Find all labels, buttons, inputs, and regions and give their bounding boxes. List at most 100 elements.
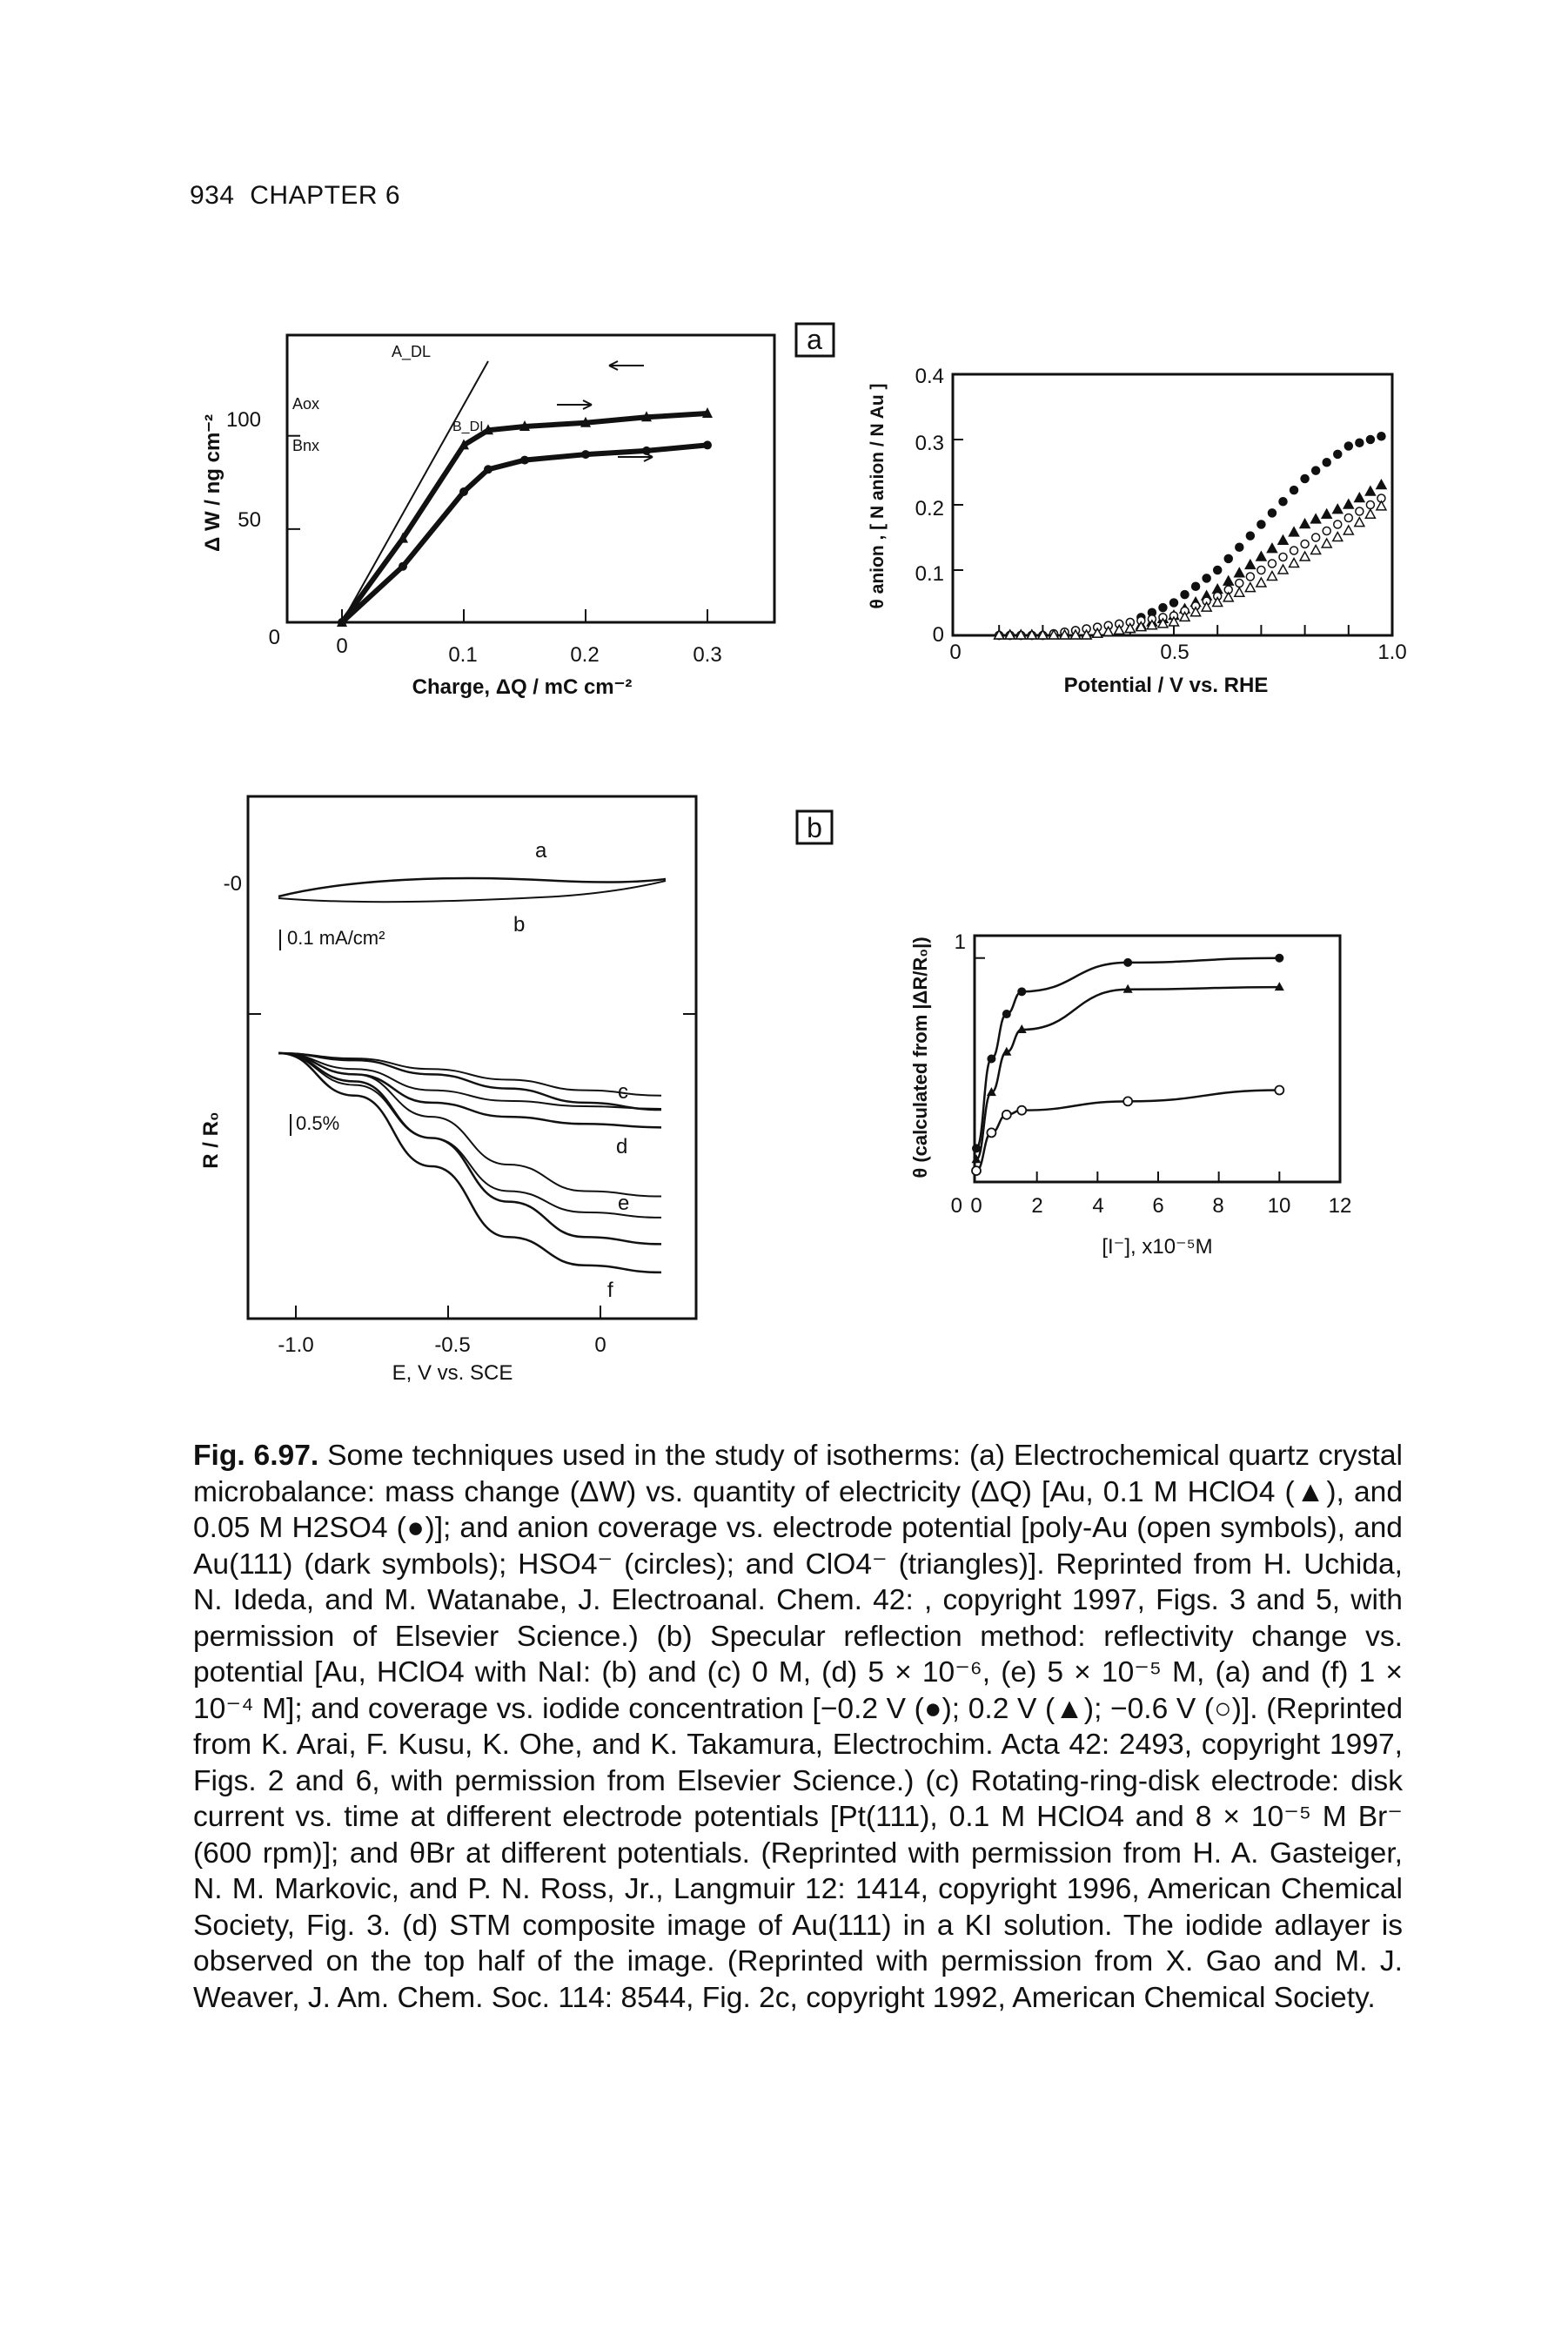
b-right-point-2-4 [1122,1096,1134,1107]
a-right-ytick-0.3: 0.3 [915,432,944,455]
b-left-curve-e [278,1051,662,1246]
a-right-point-3-0-0 [993,628,1005,640]
a-left-series-line-0 [339,411,708,624]
a-left-label-bdi: B_DI [452,420,484,434]
b-left-xlabel: E, V vs. SCE [392,1361,513,1385]
a-left-label-adl: A_DL [392,343,431,361]
a-right-point-3-1-2 [1058,628,1071,640]
a-left-label-bnx: Bnx [292,437,319,454]
a-left-point-0-4 [519,420,530,431]
a-right-point-2-8-2 [1365,500,1376,510]
a-right-point-0-8-3 [1377,432,1386,441]
b-left-curve-label-e: e [618,1192,629,1215]
b-left-ylabel: R / R₀ [199,1111,223,1168]
panel-b-left-chart: -0 0.1 mA/cm² 0.5% -1.0 -0.5 0 E, V vs. … [199,795,698,1385]
a-right-point-3-1-0 [1036,628,1049,640]
a-left-dl-line [341,360,489,623]
b-right-ytick-1: 1 [955,930,966,954]
b-right-xtick-6: 6 [1152,1194,1163,1218]
panel-b-tag: b [807,812,822,843]
a-left-point-0-7 [702,407,713,418]
b-right-ylabel: θ (calculated from |ΔR/R₀|) [909,937,931,1178]
a-right-point-3-8-0 [1343,524,1355,535]
b-right-xtick-12: 12 [1329,1194,1352,1218]
a-right-xtick-0.5: 0.5 [1160,641,1189,664]
a-right-point-0-7-2 [1322,458,1331,467]
a-left-arrow-1 [608,360,644,371]
a-left-label-aox: Aox [292,395,319,413]
b-left-curve-return-c [278,1052,662,1097]
a-right-point-3-1-1 [1048,628,1060,640]
a-right-point-0-5-3 [1245,531,1256,540]
a-right-point-3-5-3 [1244,581,1256,593]
a-left-series-line-1 [339,442,708,625]
panel-b-right-frame [973,934,1342,1184]
b-left-curve-return-e [278,1052,662,1198]
a-right-point-2-5-3 [1245,572,1256,581]
panel-b-tag-box [795,809,834,845]
figure-caption: Fig. 6.97. Some techniques used in the s… [193,1438,1403,2016]
b-left-curve-f [278,1051,662,1274]
a-right-point-2-6-1 [1267,559,1277,568]
a-right-point-3-8-1 [1353,516,1366,527]
a-right-point-1-8-2 [1364,485,1377,496]
b-left-scale-reflect: 0.5% [296,1112,339,1134]
a-right-point-3-4-3 [1200,601,1213,612]
a-right-point-3-3-1 [1135,621,1148,632]
b-left-cv-a [278,876,667,898]
a-right-point-2-6-3 [1289,546,1299,555]
a-right-point-0-5-1 [1223,554,1233,564]
a-right-point-3-3-0 [1124,621,1136,634]
a-right-point-1-5-2 [1233,567,1246,578]
a-right-ytick-0.2: 0.2 [915,497,944,520]
b-left-curve-c [278,1051,662,1111]
a-right-point-3-6-3 [1288,556,1300,568]
a-right-point-3-4-1 [1178,610,1191,622]
a-right-point-1-6-1 [1266,542,1278,554]
panel-b-right-chart: 1 0 0 2 4 6 8 10 12 [I⁻], x10⁻⁵M θ (calc… [909,930,1351,1259]
a-left-point-1-2 [459,487,468,496]
panel-a-left-ticks [287,434,708,623]
a-right-point-0-7-0 [1300,473,1310,484]
a-right-point-3-8-3 [1375,500,1388,511]
a-right-point-0-4-0 [1169,598,1179,608]
a-right-point-0-8-0 [1344,441,1354,451]
b-right-series-line-1 [975,985,1280,1161]
a-left-point-1-4 [520,455,529,465]
panel-a-tag-box [794,322,835,358]
b-left-curve-return-d [278,1052,662,1110]
b-right-point-1-1 [986,1087,996,1097]
a-right-point-3-6-2 [1277,563,1290,574]
b-left-curve-return-f [278,1052,662,1219]
panel-a-tag: a [807,324,822,355]
a-right-point-3-8-2 [1364,507,1377,519]
a-left-ytick-100: 100 [226,408,261,432]
a-right-point-2-8-1 [1355,507,1364,516]
a-right-xtick-0: 0 [949,641,961,664]
a-right-point-2-7-3 [1333,520,1343,529]
chapter-title: CHAPTER 6 [250,181,401,210]
a-right-xtick-1.0: 1.0 [1377,641,1406,664]
a-right-point-3-0-3 [1026,628,1038,640]
a-right-point-1-8-3 [1375,478,1388,490]
b-right-point-2-0 [971,1165,982,1177]
b-right-point-1-0 [971,1154,982,1164]
panel-a-left-series [337,360,713,627]
b-right-point-0-4 [1123,957,1133,967]
b-right-xtick-2: 2 [1031,1194,1042,1218]
a-right-point-2-6-2 [1278,552,1288,562]
page-number: 934 [190,181,235,210]
panel-a-right-series [993,432,1388,641]
a-left-xtick-0.2: 0.2 [570,643,599,667]
a-right-ytick-0.4: 0.4 [915,365,944,388]
a-right-point-3-7-1 [1310,543,1322,555]
a-right-point-0-7-3 [1333,449,1343,460]
a-right-point-0-8-2 [1365,434,1376,445]
b-right-point-0-3 [1017,987,1027,997]
a-right-point-2-7-2 [1322,526,1331,536]
a-right-point-2-5-2 [1235,578,1244,588]
a-right-ylabel: θ anion , [ N anion / N Au ] [868,383,888,608]
b-left-ytick-0: -0 [224,872,242,896]
a-right-point-3-1-3 [1069,628,1082,640]
b-left-curve-label-b: b [513,913,525,937]
